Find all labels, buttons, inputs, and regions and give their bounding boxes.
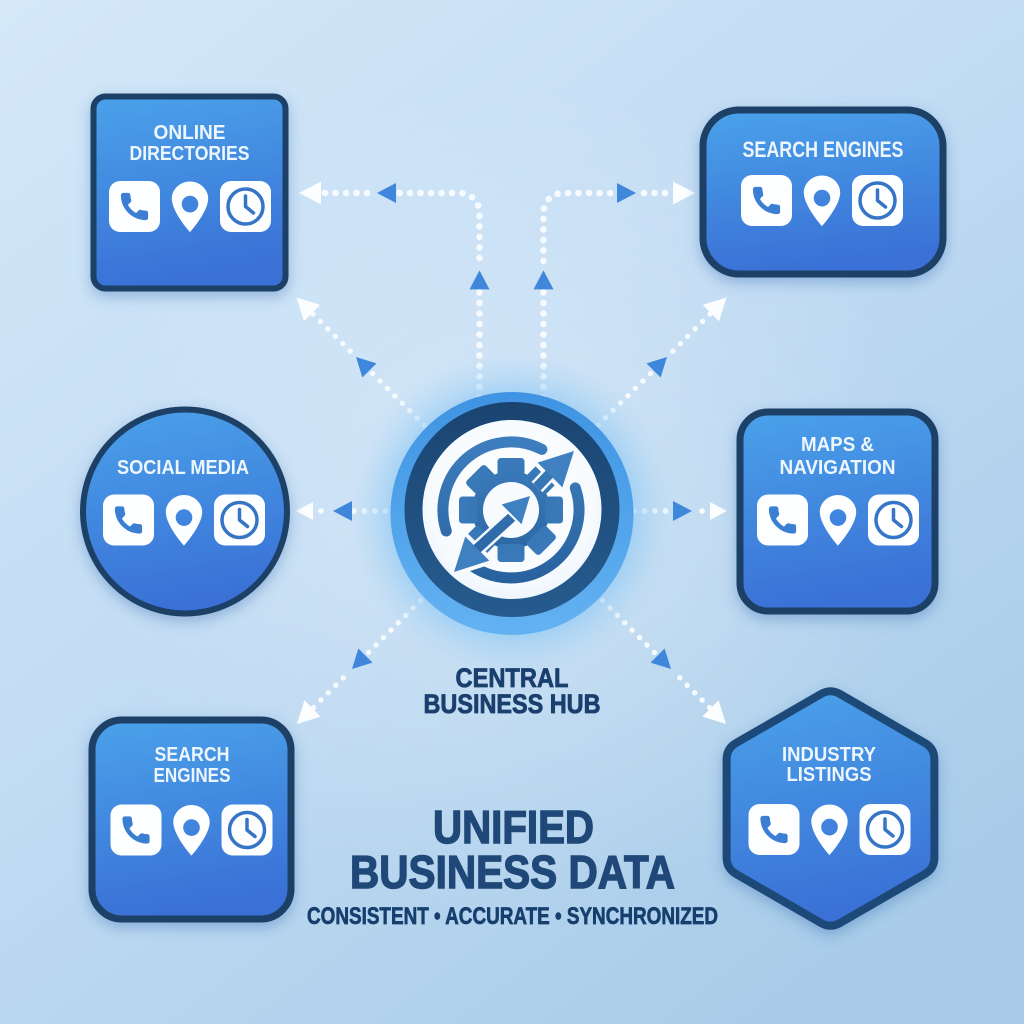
svg-text:ENGINES: ENGINES (154, 765, 231, 787)
svg-text:NAVIGATION: NAVIGATION (780, 457, 896, 479)
svg-text:CONSISTENT • ACCURATE • SYNCHR: CONSISTENT • ACCURATE • SYNCHRONIZED (307, 903, 718, 930)
svg-text:BUSINESS DATA: BUSINESS DATA (350, 846, 675, 898)
svg-text:BUSINESS HUB: BUSINESS HUB (424, 689, 601, 719)
svg-text:UNIFIED: UNIFIED (433, 801, 594, 853)
svg-text:SEARCH: SEARCH (155, 744, 230, 766)
svg-text:SOCIAL MEDIA: SOCIAL MEDIA (117, 457, 249, 479)
svg-text:INDUSTRY: INDUSTRY (782, 744, 877, 766)
svg-text:LISTINGS: LISTINGS (787, 764, 872, 786)
svg-text:CENTRAL: CENTRAL (456, 663, 569, 693)
svg-text:SEARCH ENGINES: SEARCH ENGINES (743, 137, 904, 162)
svg-text:DIRECTORIES: DIRECTORIES (130, 143, 250, 165)
svg-text:MAPS &: MAPS & (801, 434, 874, 456)
svg-text:ONLINE: ONLINE (154, 122, 226, 144)
